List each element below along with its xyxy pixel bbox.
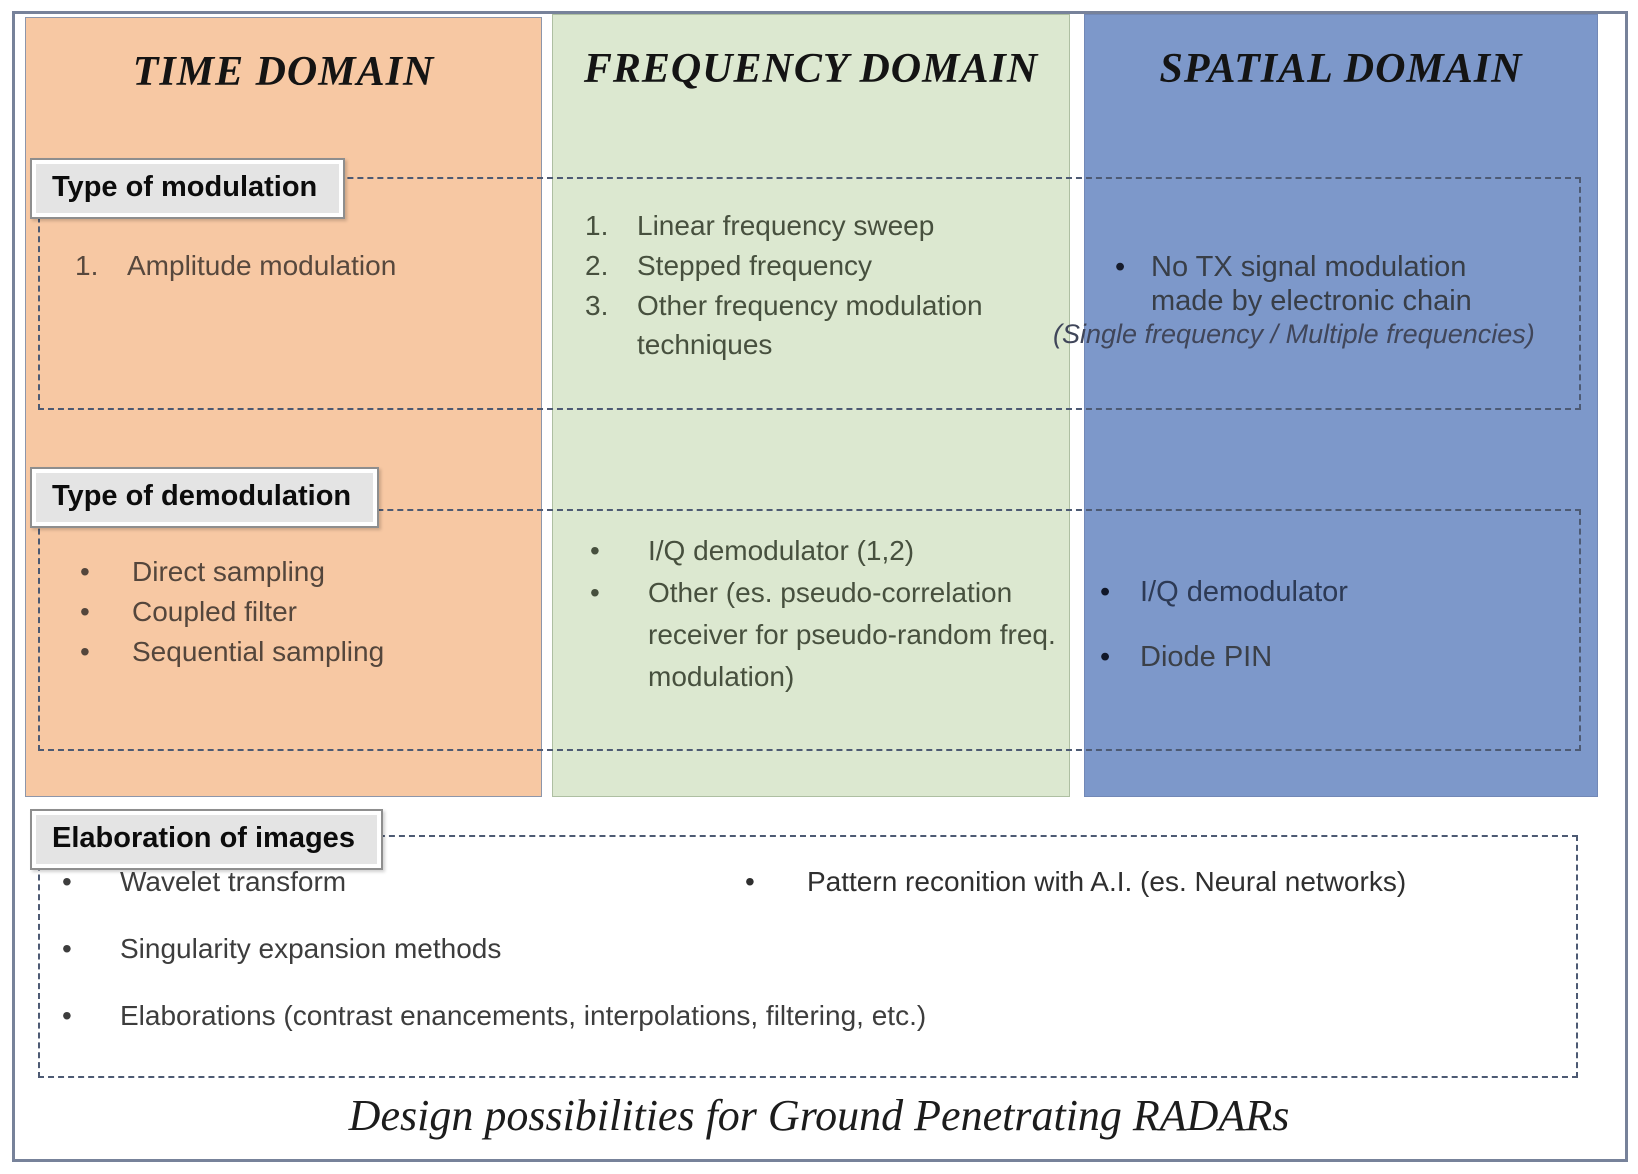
elaboration-section-label: Elaboration of images xyxy=(30,809,383,870)
bullet-marker xyxy=(745,862,807,902)
demodulation-section-label: Type of demodulation xyxy=(30,467,380,528)
time-modulation-list: Amplitude modulation xyxy=(75,246,515,286)
number-marker xyxy=(585,286,637,326)
time-domain-header: TIME DOMAIN xyxy=(132,49,435,95)
list-item: I/Q demodulator (1,2) xyxy=(590,530,1065,572)
list-item: Singularity expansion methods xyxy=(62,929,1072,969)
spatial-modulation-list: No TX signal modulation made by electron… xyxy=(1053,250,1535,351)
bullet-marker xyxy=(80,552,132,592)
diagram-caption: Design possibilities for Ground Penetrat… xyxy=(348,1091,1290,1140)
elaboration-right-list: Pattern reconition with A.I. (es. Neural… xyxy=(745,862,1535,902)
bullet-marker xyxy=(62,996,120,1036)
list-item: Elaborations (contrast enancements, inte… xyxy=(62,996,1072,1036)
diagram-outer-border xyxy=(12,11,1628,1162)
time-demodulation-list: Direct sampling Coupled filter Sequentia… xyxy=(80,552,510,671)
list-item: I/Q demodulator xyxy=(1100,572,1540,613)
list-item: Diode PIN xyxy=(1100,637,1540,678)
list-item: Other (es. pseudo-correlation receiver f… xyxy=(590,572,1065,698)
bullet-marker xyxy=(1100,572,1140,613)
bullet-marker xyxy=(80,592,132,632)
modulation-section-box xyxy=(38,177,1581,410)
demodulation-section-box xyxy=(38,509,1581,751)
bullet-marker xyxy=(80,632,132,672)
spatial-demodulation-list: I/Q demodulator Diode PIN xyxy=(1100,572,1540,702)
list-item: No TX signal modulation made by electron… xyxy=(1115,250,1535,318)
number-marker xyxy=(585,206,637,246)
spatial-modulation-note: (Single frequency / Multiple frequencies… xyxy=(1053,319,1535,350)
number-marker xyxy=(75,246,127,286)
bullet-marker xyxy=(1115,250,1151,284)
list-item: Amplitude modulation xyxy=(75,246,515,286)
spatial-domain-header: SPATIAL DOMAIN xyxy=(1159,46,1523,92)
frequency-domain-panel: FREQUENCY DOMAIN xyxy=(552,14,1070,797)
frequency-modulation-list: Linear frequency sweep Stepped frequency… xyxy=(585,206,1045,365)
list-item: Other frequency modulation techniques xyxy=(585,286,1045,366)
spatial-domain-panel: SPATIAL DOMAIN xyxy=(1084,14,1598,797)
list-item: Sequential sampling xyxy=(80,632,510,672)
number-marker xyxy=(585,246,637,286)
list-item: Coupled filter xyxy=(80,592,510,632)
bullet-marker xyxy=(590,572,648,614)
frequency-demodulation-list: I/Q demodulator (1,2) Other (es. pseudo-… xyxy=(590,530,1065,698)
list-item: Linear frequency sweep xyxy=(585,206,1045,246)
frequency-domain-header: FREQUENCY DOMAIN xyxy=(583,46,1039,92)
elaboration-left-list: Wavelet transform Singularity expansion … xyxy=(62,862,1072,1062)
elaboration-section-box xyxy=(38,835,1578,1078)
list-item: Wavelet transform xyxy=(62,862,1072,902)
list-item: Stepped frequency xyxy=(585,246,1045,286)
list-item: Pattern reconition with A.I. (es. Neural… xyxy=(745,862,1535,902)
bullet-marker xyxy=(590,530,648,572)
list-item: Direct sampling xyxy=(80,552,510,592)
bullet-marker xyxy=(62,929,120,969)
modulation-section-label: Type of modulation xyxy=(30,158,346,219)
bullet-marker xyxy=(1100,637,1140,678)
